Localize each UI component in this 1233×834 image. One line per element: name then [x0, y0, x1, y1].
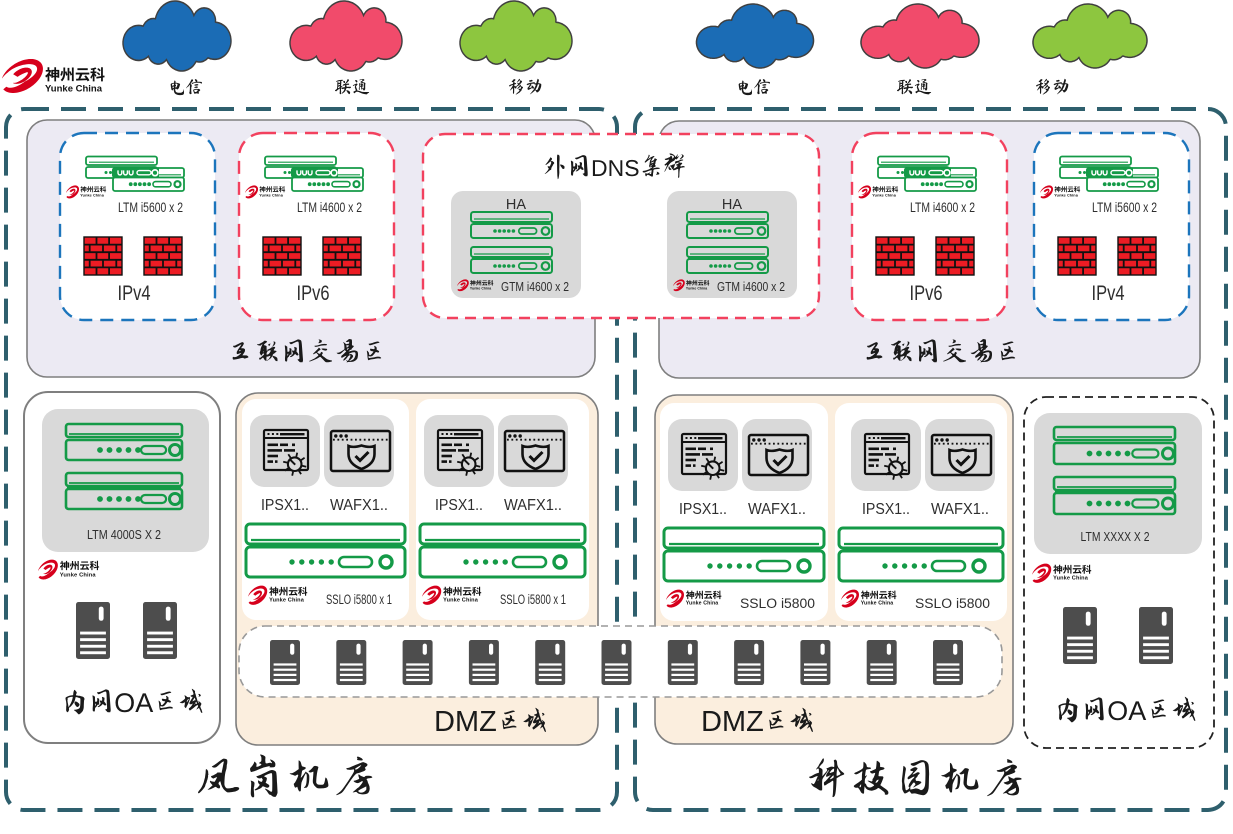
svg-text:LTM i4600 x 2: LTM i4600 x 2 [910, 200, 975, 215]
svg-text:HA: HA [506, 197, 526, 213]
svg-text:GTM i4600 x 2: GTM i4600 x 2 [717, 279, 785, 294]
svg-text:IPv4: IPv4 [1092, 281, 1125, 305]
svg-text:IPv6: IPv6 [910, 281, 943, 305]
svg-text:Yunke China: Yunke China [861, 601, 894, 607]
svg-text:Yunke China: Yunke China [1053, 576, 1089, 582]
svg-text:Yunke China: Yunke China [45, 84, 103, 95]
svg-text:Yunke China: Yunke China [686, 601, 719, 607]
svg-text:IPSX1..: IPSX1.. [261, 497, 309, 514]
svg-text:WAFX1..: WAFX1.. [504, 497, 562, 514]
svg-text:LTM i5600 x 2: LTM i5600 x 2 [1092, 200, 1157, 215]
svg-text:WAFX1..: WAFX1.. [330, 497, 388, 514]
svg-text:WAFX1..: WAFX1.. [748, 501, 806, 518]
svg-text:Yunke China: Yunke China [872, 193, 896, 197]
svg-text:LTM 4000S X 2: LTM 4000S X 2 [87, 527, 161, 542]
svg-text:Yunke China: Yunke China [259, 193, 283, 197]
svg-text:Yunke China: Yunke China [80, 193, 104, 197]
svg-text:Yunke China: Yunke China [470, 286, 491, 290]
svg-text:Yunke China: Yunke China [443, 598, 479, 604]
svg-text:Yunke China: Yunke China [686, 286, 707, 290]
svg-text:WAFX1..: WAFX1.. [931, 501, 989, 518]
svg-text:IPSX1..: IPSX1.. [435, 497, 483, 514]
svg-text:LTM i4600 x 2: LTM i4600 x 2 [297, 200, 362, 215]
svg-text:Yunke China: Yunke China [269, 598, 305, 604]
svg-text:LTM i5600 x 2: LTM i5600 x 2 [118, 200, 183, 215]
svg-text:HA: HA [722, 197, 742, 213]
svg-text:SSLO i5800: SSLO i5800 [915, 596, 990, 611]
svg-text:IPv4: IPv4 [118, 281, 151, 305]
svg-text:Yunke China: Yunke China [60, 572, 97, 578]
svg-text:Yunke China: Yunke China [1054, 193, 1078, 197]
svg-text:IPSX1..: IPSX1.. [862, 501, 910, 518]
svg-text:SSLO i5800 x 1: SSLO i5800 x 1 [326, 592, 392, 607]
svg-text:IPSX1..: IPSX1.. [679, 501, 727, 518]
svg-text:LTM XXXX X 2: LTM XXXX X 2 [1081, 529, 1150, 544]
svg-text:IPv6: IPv6 [297, 281, 330, 305]
svg-text:GTM i4600 x 2: GTM i4600 x 2 [501, 279, 569, 294]
svg-text:SSLO i5800 x 1: SSLO i5800 x 1 [500, 592, 566, 607]
svg-text:SSLO i5800: SSLO i5800 [740, 596, 815, 611]
